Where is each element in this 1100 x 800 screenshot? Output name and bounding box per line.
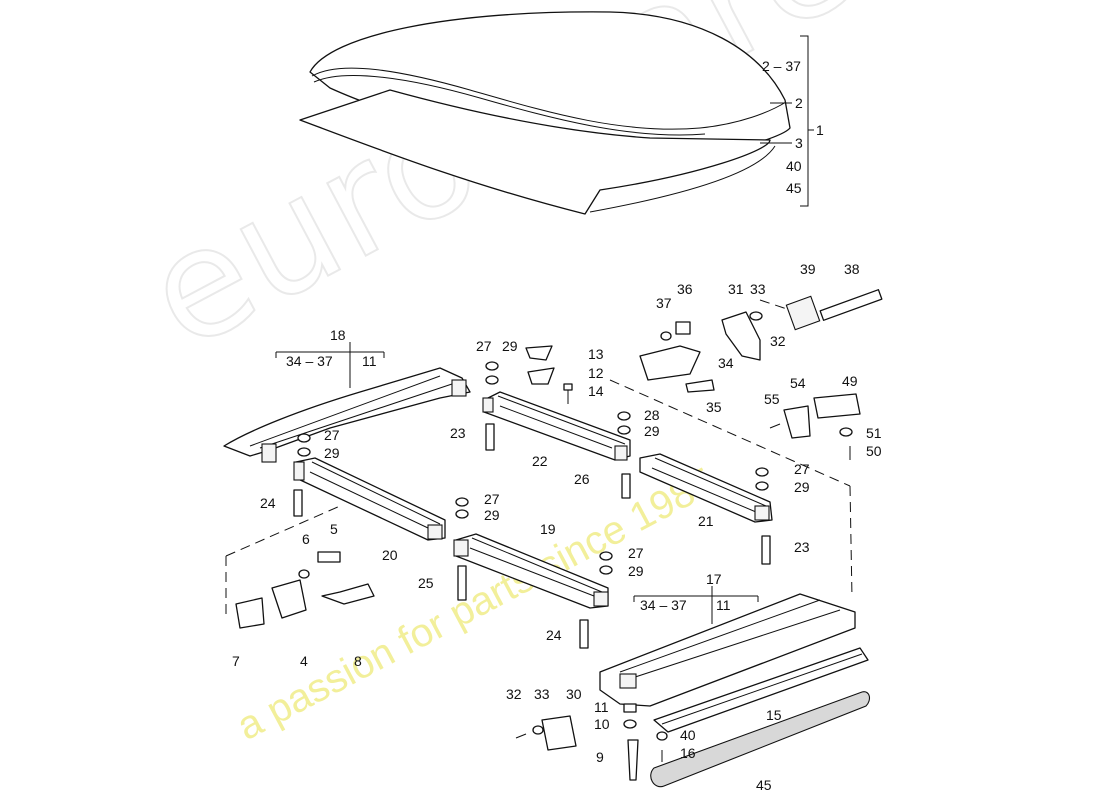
label-29-b: 29 — [644, 423, 660, 439]
label-3: 3 — [795, 135, 803, 151]
roof-bracket — [760, 35, 814, 207]
label-51: 51 — [866, 425, 882, 441]
label-28: 28 — [644, 407, 660, 423]
label-45-bot: 45 — [756, 777, 772, 793]
label-49: 49 — [842, 373, 858, 389]
frame-22[interactable] — [482, 391, 631, 461]
label-8: 8 — [354, 653, 362, 669]
label-23-a: 23 — [450, 425, 466, 441]
frame-21[interactable] — [639, 453, 773, 523]
label-27-r: 27 — [794, 461, 810, 477]
strip-15[interactable] — [653, 647, 869, 733]
label-22: 22 — [532, 453, 548, 469]
label-4: 4 — [300, 653, 308, 669]
label-34: 34 — [718, 355, 734, 371]
label-34-37-b: 34 – 37 — [640, 597, 687, 613]
label-32-top: 32 — [770, 333, 786, 349]
label-26: 26 — [574, 471, 590, 487]
small-parts — [235, 289, 883, 781]
label-19: 19 — [540, 521, 556, 537]
label-31: 31 — [728, 281, 744, 297]
label-37: 37 — [656, 295, 672, 311]
roof-liner[interactable] — [299, 89, 776, 215]
label-18: 18 — [330, 327, 346, 343]
label-27-d: 27 — [628, 545, 644, 561]
label-34-37-a: 34 – 37 — [286, 353, 333, 369]
label-7: 7 — [232, 653, 240, 669]
label-10: 10 — [594, 716, 610, 732]
label-33-top: 33 — [750, 281, 766, 297]
seal-45[interactable] — [650, 691, 871, 788]
label-27-mid: 27 — [476, 338, 492, 354]
label-32-bot: 32 — [506, 686, 522, 702]
frame-19[interactable] — [453, 533, 609, 609]
label-12: 12 — [588, 365, 604, 381]
label-13: 13 — [588, 346, 604, 362]
label-54: 54 — [790, 375, 806, 391]
label-30: 30 — [566, 686, 582, 702]
label-27-left: 27 — [324, 427, 340, 443]
label-24-a: 24 — [260, 495, 276, 511]
label-45-top: 45 — [786, 180, 802, 196]
label-36: 36 — [677, 281, 693, 297]
label-2: 2 — [795, 95, 803, 111]
label-11-b: 11 — [716, 597, 731, 613]
label-1: 1 — [816, 122, 824, 138]
label-11-a: 11 — [362, 353, 377, 369]
label-40-bot: 40 — [680, 727, 696, 743]
label-6: 6 — [302, 531, 310, 547]
part-labels: 2 – 37 2 3 1 40 45 18 34 – 37 11 17 34 –… — [232, 58, 882, 793]
label-29-c: 29 — [484, 507, 500, 523]
rear-panel-17[interactable] — [599, 593, 856, 707]
label-33-bot: 33 — [534, 686, 550, 702]
leader-lines — [225, 299, 853, 624]
label-24-b: 24 — [546, 627, 562, 643]
label-20: 20 — [382, 547, 398, 563]
label-2-37-top: 2 – 37 — [762, 58, 801, 74]
label-50: 50 — [866, 443, 882, 459]
label-29-r: 29 — [794, 479, 810, 495]
label-55: 55 — [764, 391, 780, 407]
label-38: 38 — [844, 261, 860, 277]
label-11-c: 11 — [594, 699, 609, 715]
label-14: 14 — [588, 383, 604, 399]
label-23-b: 23 — [794, 539, 810, 555]
label-5: 5 — [330, 521, 338, 537]
label-9: 9 — [596, 749, 604, 765]
label-21: 21 — [698, 513, 714, 529]
label-29-d: 29 — [628, 563, 644, 579]
label-15: 15 — [766, 707, 782, 723]
side-panel-18[interactable] — [223, 367, 471, 463]
label-35: 35 — [706, 399, 722, 415]
label-27-c: 27 — [484, 491, 500, 507]
label-17: 17 — [706, 571, 722, 587]
label-16: 16 — [680, 745, 696, 761]
label-40-top: 40 — [786, 158, 802, 174]
label-39: 39 — [800, 261, 816, 277]
label-29-left: 29 — [324, 445, 340, 461]
label-29-mid: 29 — [502, 338, 518, 354]
label-25: 25 — [418, 575, 434, 591]
frame-20[interactable] — [293, 457, 446, 541]
